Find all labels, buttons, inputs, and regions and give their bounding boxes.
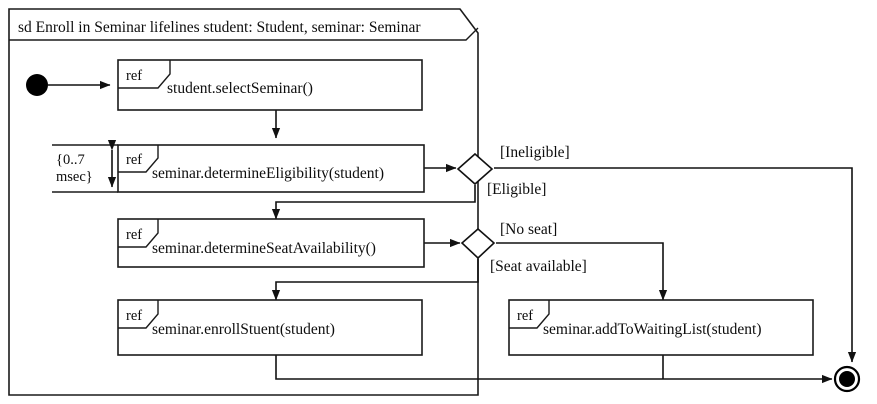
initial-node[interactable] [26, 74, 48, 96]
edge-eligible-to-seat-availability [271, 185, 476, 220]
guard-label-no-seat: [No seat] [500, 221, 557, 238]
frame-title-label: sd Enroll in Seminar lifelines student: … [18, 19, 421, 36]
interaction-use-label-determine-seat-availability: seminar.determineSeatAvailability() [152, 240, 376, 257]
edge-seat-available-to-enroll [271, 259, 479, 301]
interaction-use-label-enroll-student: seminar.enrollStuent(student) [152, 321, 335, 338]
ref-keyword-label: ref [126, 68, 142, 84]
interaction-use-add-to-waiting-list[interactable]: ref seminar.addToWaitingList(student) [508, 299, 814, 356]
ref-keyword-label: ref [517, 308, 533, 324]
interaction-use-select-seminar[interactable]: ref student.selectSeminar() [117, 59, 423, 111]
interaction-use-enroll-student[interactable]: ref seminar.enrollStuent(student) [117, 299, 423, 356]
decision-node-eligibility[interactable] [456, 152, 494, 186]
timing-constraint-line2: msec} [56, 169, 93, 185]
interaction-use-determine-eligibility[interactable]: ref seminar.determineEligibility(student… [117, 144, 425, 193]
interaction-use-label-select-seminar: student.selectSeminar() [167, 80, 313, 97]
guard-label-ineligible: [Ineligible] [500, 144, 570, 161]
edge-no-seat-to-waiting-list [496, 242, 668, 301]
timing-constraint-line1: {0..7 [56, 152, 85, 168]
interaction-use-label-add-to-waiting-list: seminar.addToWaitingList(student) [543, 321, 762, 338]
guard-label-seat-available: [Seat available] [490, 258, 587, 275]
interaction-use-determine-seat-availability[interactable]: ref seminar.determineSeatAvailability() [117, 218, 425, 268]
ref-keyword-label: ref [126, 308, 142, 324]
final-node[interactable] [833, 365, 861, 393]
ref-keyword-label: ref [126, 227, 142, 243]
edge-ineligible-to-final [494, 167, 857, 363]
timing-constraint [52, 140, 118, 193]
diagram-frame [8, 8, 479, 396]
edge-enroll-to-final [275, 355, 833, 384]
interaction-use-label-determine-eligibility: seminar.determineEligibility(student) [152, 165, 384, 182]
ref-keyword-label: ref [126, 152, 142, 168]
guard-label-eligible: [Eligible] [487, 181, 546, 198]
decision-node-seat[interactable] [460, 227, 496, 260]
